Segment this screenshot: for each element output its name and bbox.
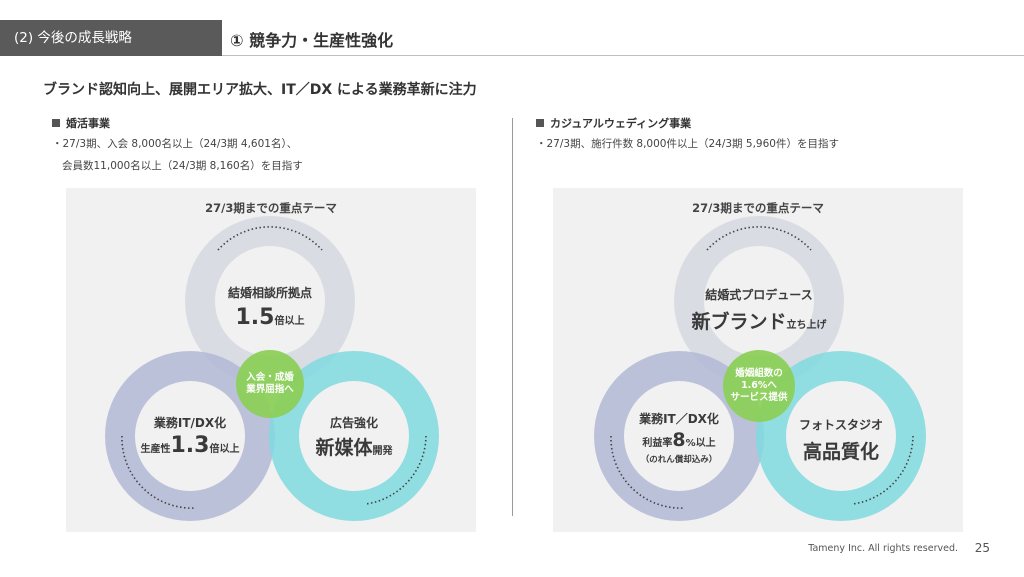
right-venn-diagram: [594, 216, 926, 521]
top-theme: 結婚式プロデュース 新ブランド立ち上げ: [684, 286, 834, 334]
left-theme-panel: 27/3期までの重点テーマ 結婚相談所拠点 1.5倍以上 業務IT/DX化 生産…: [66, 188, 476, 532]
center-theme: 婚姻組数の 1.6%へ サービス提供: [719, 368, 799, 404]
square-bullet-icon: [536, 119, 544, 127]
top-theme-label: 結婚相談所拠点: [227, 286, 312, 300]
left-description: ・27/3期、入会 8,000名以上（24/3期 4,601名）、 会員数11,…: [52, 133, 303, 177]
left-theme-suffix: %以上: [685, 438, 716, 449]
left-theme-suffix: 倍以上: [209, 444, 240, 455]
ring-right: [269, 351, 439, 521]
left-desc-line1: ・27/3期、入会 8,000名以上（24/3期 4,601名）、: [52, 138, 298, 150]
top-theme-label: 結婚式プロデュース: [705, 288, 813, 302]
page-number: 25: [974, 541, 990, 555]
center-line1: 婚姻組数の: [735, 368, 783, 379]
panel-title: 27/3期までの重点テーマ: [205, 201, 337, 215]
top-theme-suffix: 倍以上: [274, 316, 305, 327]
left-theme: 業務IT/DX化 生産性1.3倍以上: [130, 414, 250, 458]
dotted-arc-right: [852, 435, 914, 505]
right-theme-suffix: 開発: [372, 446, 393, 457]
copyright: Tameny Inc. All rights reserved.: [808, 543, 958, 554]
center-line1: 入会・成婚: [246, 372, 294, 383]
top-theme-suffix: 立ち上げ: [786, 320, 827, 331]
ring-right: [756, 351, 926, 521]
dotted-arc-left: [121, 435, 197, 509]
left-section-title: 婚活事業: [52, 115, 110, 131]
right-theme: フォトスタジオ 高品質化: [779, 416, 903, 464]
right-section-title: カジュアルウェディング事業: [536, 115, 691, 131]
left-venn-diagram: [105, 216, 439, 521]
left-desc-line2: 会員数11,000名以上（24/3期 8,160名）を目指す: [62, 160, 303, 172]
right-desc-line1: ・27/3期、施行件数 8,000件以上（24/3期 5,960件）を目指す: [536, 138, 839, 150]
center-circle: [236, 350, 304, 418]
ring-left: [594, 351, 764, 521]
right-description: ・27/3期、施行件数 8,000件以上（24/3期 5,960件）を目指す: [536, 133, 839, 155]
right-theme: 広告強化 新媒体開発: [292, 414, 416, 460]
top-theme-value: 新ブランド: [691, 311, 787, 333]
left-theme-note: （のれん償却込み）: [640, 455, 718, 465]
right-section-title-text: カジュアルウェディング事業: [550, 117, 692, 130]
right-theme-value: 高品質化: [802, 441, 879, 463]
center-circle: [723, 350, 795, 422]
ring-left: [105, 351, 275, 521]
right-theme-panel: 27/3期までの重点テーマ 結婚式プロデュース 新ブランド立ち上げ 業務IT／D…: [553, 188, 963, 532]
headline: ブランド認知向上、展開エリア拡大、IT／DX による業務革新に注力: [43, 82, 477, 98]
center-line2: 1.6%へ: [741, 380, 777, 391]
center-line3: サービス提供: [730, 392, 788, 403]
top-theme: 結婚相談所拠点 1.5倍以上: [210, 284, 330, 330]
section-tag: (2) 今後の成長戦略: [0, 20, 222, 56]
dotted-arc-left: [610, 435, 686, 509]
panel-title: 27/3期までの重点テーマ: [692, 201, 824, 215]
left-theme-value: 1.3: [170, 433, 210, 458]
left-theme-prefix: 利益率: [642, 438, 673, 449]
left-theme-prefix: 生産性: [140, 444, 171, 455]
right-theme-value: 新媒体: [315, 437, 373, 459]
left-theme: 業務IT／DX化 利益率8%以上 （のれん償却込み）: [619, 410, 739, 465]
top-theme-value: 1.5: [235, 305, 275, 330]
square-bullet-icon: [52, 119, 60, 127]
header-divider: [222, 55, 1024, 56]
dotted-arc-right: [365, 435, 427, 505]
page-title: ① 競争力・生産性強化: [230, 31, 394, 50]
center-theme: 入会・成婚 業界屈指へ: [230, 372, 310, 396]
left-section-title-text: 婚活事業: [66, 117, 110, 130]
column-divider: [512, 118, 513, 516]
center-line2: 業界屈指へ: [246, 384, 294, 395]
left-theme-value: 8: [672, 429, 686, 451]
right-theme-label: 広告強化: [329, 416, 378, 430]
right-theme-label: フォトスタジオ: [798, 418, 883, 432]
left-theme-label: 業務IT/DX化: [153, 416, 227, 430]
left-theme-label: 業務IT／DX化: [639, 412, 719, 426]
